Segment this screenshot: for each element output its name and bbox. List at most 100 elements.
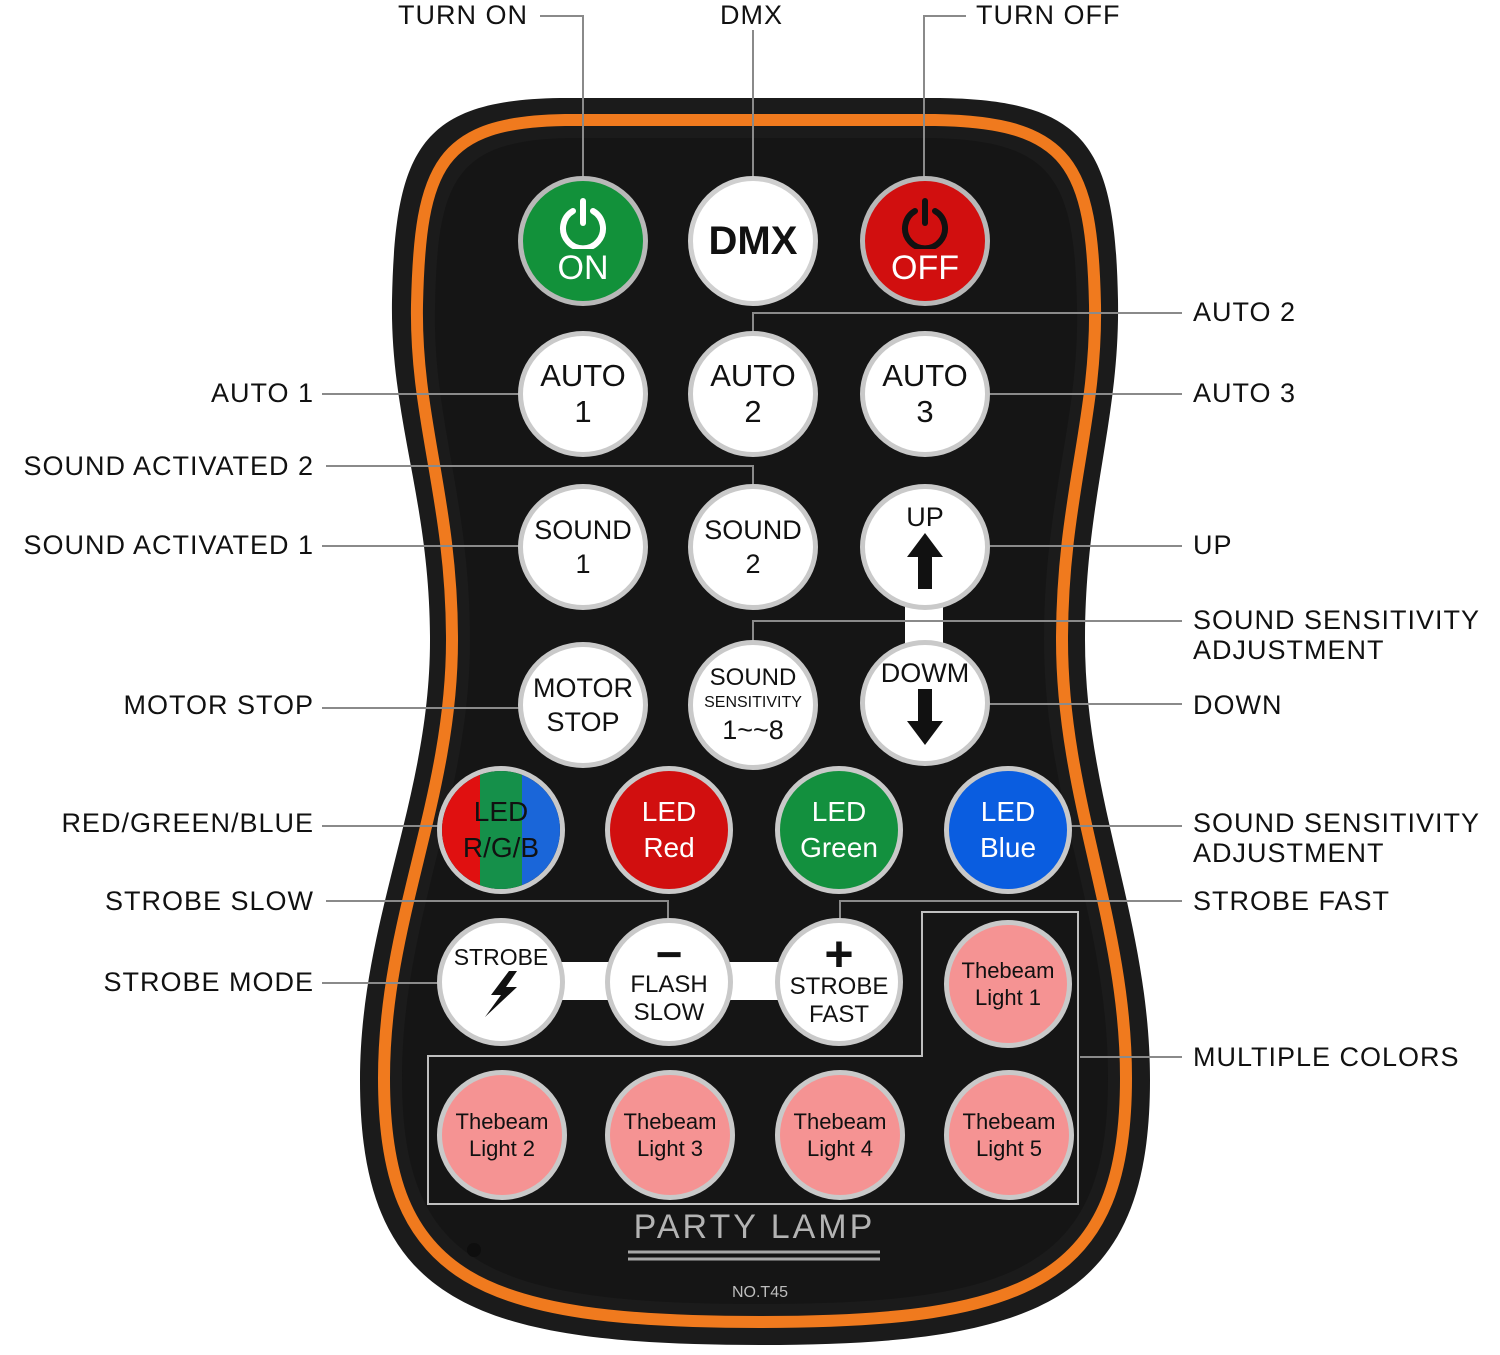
beam-light-3-button[interactable]: Thebeam Light 3	[605, 1070, 735, 1200]
flash-slow-label-line2: SLOW	[633, 999, 705, 1026]
sound-1-button[interactable]: SOUND 1	[518, 484, 648, 610]
auto-1-button[interactable]: AUTO 1	[518, 331, 648, 457]
auto-2-label-line2: 2	[744, 394, 762, 429]
callout-auto3: AUTO 3	[1193, 378, 1297, 408]
callout-multiple-colors: MULTIPLE COLORS	[1193, 1042, 1460, 1072]
led-red-label-line1: LED	[641, 796, 697, 827]
leader-strobe-slow	[326, 900, 669, 920]
leader-strobe-fast	[839, 900, 1182, 920]
leader-sound2	[326, 465, 754, 490]
beam-light-5-label-line2: Light 5	[975, 1136, 1043, 1161]
beam-light-2-label-line2: Light 2	[468, 1136, 536, 1161]
callout-sensitivity2-line1: SOUND SENSITIVITY	[1193, 808, 1481, 838]
plus-icon: +	[824, 926, 854, 982]
power-icon	[902, 198, 948, 249]
motor-stop-button[interactable]: MOTOR STOP	[518, 642, 648, 768]
led-rgb-button[interactable]: LED R/G/B	[437, 766, 565, 894]
beam-light-2-label-line1: Thebeam	[455, 1109, 549, 1134]
beam-light-4-button[interactable]: Thebeam Light 4	[775, 1070, 905, 1200]
callout-sensitivity-line1: SOUND SENSITIVITY	[1193, 605, 1481, 635]
rgb-blue-stripe	[521, 771, 560, 889]
led-red-button[interactable]: LED Red	[605, 766, 733, 894]
callout-auto1: AUTO 1	[210, 378, 314, 408]
strobe-button[interactable]: STROBE	[437, 918, 565, 1046]
rgb-stripes	[442, 771, 560, 889]
callout-sensitivity-adjustment-1: SOUND SENSITIVITY ADJUSTMENT	[1193, 605, 1480, 665]
sound-sensitivity-button[interactable]: SOUND SENSITIVITY 1~~8	[688, 640, 818, 770]
auto-3-button[interactable]: AUTO 3	[860, 331, 990, 457]
beam-light-1-label-line1: Thebeam	[961, 958, 1055, 983]
auto-2-button[interactable]: AUTO 2	[688, 331, 818, 457]
sensitivity-label-line3: 1~~8	[722, 715, 784, 745]
power-icon	[560, 198, 606, 249]
power-on-button[interactable]: ON	[518, 176, 648, 306]
up-label: UP	[906, 501, 944, 532]
remote-rim	[377, 114, 1133, 1329]
auto-1-label-line2: 1	[574, 394, 592, 429]
sensitivity-label-line1: SOUND	[709, 664, 797, 691]
callout-sound-activated-2: SOUND ACTIVATED 2	[23, 451, 314, 481]
arrow-up-icon	[907, 532, 943, 589]
callout-strobe-slow: STROBE SLOW	[104, 886, 314, 916]
callout-up: UP	[1193, 530, 1233, 560]
motor-stop-label-line2: STOP	[546, 707, 620, 737]
callout-rgb: RED/GREEN/BLUE	[61, 808, 314, 838]
led-blue-label-line2: Blue	[979, 832, 1037, 863]
sound-2-button[interactable]: SOUND 2	[688, 484, 818, 610]
callout-sensitivity2-line2: ADJUSTMENT	[1193, 838, 1385, 868]
led-green-label-line1: LED	[811, 796, 867, 827]
callout-sound-activated-1: SOUND ACTIVATED 1	[23, 530, 314, 560]
strobe-label: STROBE	[453, 943, 549, 970]
multiple-colors-bracket	[427, 911, 1079, 1205]
model-number: NO.T45	[731, 1284, 788, 1301]
strobe-fast-label-line2: FAST	[808, 1001, 869, 1028]
rgb-red-stripe	[442, 771, 481, 889]
callout-strobe-fast: STROBE FAST	[1193, 886, 1391, 916]
auto-1-label-line1: AUTO	[540, 358, 626, 393]
flash-slow-label-line1: FLASH	[630, 971, 708, 998]
auto-3-label-line1: AUTO	[882, 358, 968, 393]
power-on-label: ON	[557, 249, 609, 287]
strobe-fast-label-line1: STROBE	[789, 973, 889, 1000]
beam-light-4-label-line2: Light 4	[806, 1136, 874, 1161]
sound-2-label-line1: SOUND	[704, 515, 802, 545]
down-label: DOWM	[880, 657, 970, 688]
auto-2-label-line1: AUTO	[710, 358, 796, 393]
brand-logo: PARTY LAMP	[633, 1208, 876, 1246]
callout-motor-stop: MOTOR STOP	[123, 690, 314, 720]
leader-sens-1	[752, 620, 1182, 642]
lightning-icon	[485, 970, 517, 1017]
motor-stop-label-line1: MOTOR	[533, 673, 633, 703]
down-button[interactable]: DOWM	[860, 640, 990, 766]
beam-light-5-button[interactable]: Thebeam Light 5	[944, 1070, 1074, 1200]
beam-light-1-label-line2: Light 1	[974, 985, 1042, 1010]
up-button[interactable]: UP	[860, 484, 990, 610]
dmx-label: DMX	[708, 219, 798, 263]
callout-turn-off: TURN OFF	[976, 0, 1121, 30]
beam-light-4-label-line1: Thebeam	[793, 1109, 887, 1134]
auto-3-label-line2: 3	[916, 394, 934, 429]
sensitivity-label-line2: SENSITIVITY	[704, 694, 802, 711]
callout-turn-on: TURN ON	[398, 0, 528, 30]
arrow-down-icon	[907, 688, 943, 745]
led-green-button[interactable]: LED Green	[775, 766, 903, 894]
beam-light-3-label-line1: Thebeam	[623, 1109, 717, 1134]
led-blue-button[interactable]: LED Blue	[944, 766, 1072, 894]
leader-turn-off	[923, 15, 966, 192]
flash-slow-button[interactable]: − FLASH SLOW	[605, 918, 733, 1046]
callout-dmx: DMX	[720, 0, 783, 30]
callout-sensitivity-line2: ADJUSTMENT	[1193, 635, 1385, 665]
led-blue-label-line1: LED	[980, 796, 1036, 827]
beam-light-2-button[interactable]: Thebeam Light 2	[437, 1070, 567, 1200]
minus-icon: −	[655, 928, 683, 980]
beam-light-5-label-line1: Thebeam	[962, 1109, 1056, 1134]
dmx-button[interactable]: DMX	[688, 176, 818, 306]
leader-auto2	[752, 312, 1182, 336]
led-red-label-line2: Red	[643, 832, 695, 863]
callout-auto2: AUTO 2	[1193, 297, 1297, 327]
beam-light-3-label-line2: Light 3	[636, 1136, 704, 1161]
beam-light-1-button[interactable]: Thebeam Light 1	[944, 920, 1072, 1048]
power-off-button[interactable]: OFF	[860, 176, 990, 306]
power-off-label: OFF	[891, 249, 959, 287]
strobe-fast-button[interactable]: + STROBE FAST	[775, 918, 903, 1046]
